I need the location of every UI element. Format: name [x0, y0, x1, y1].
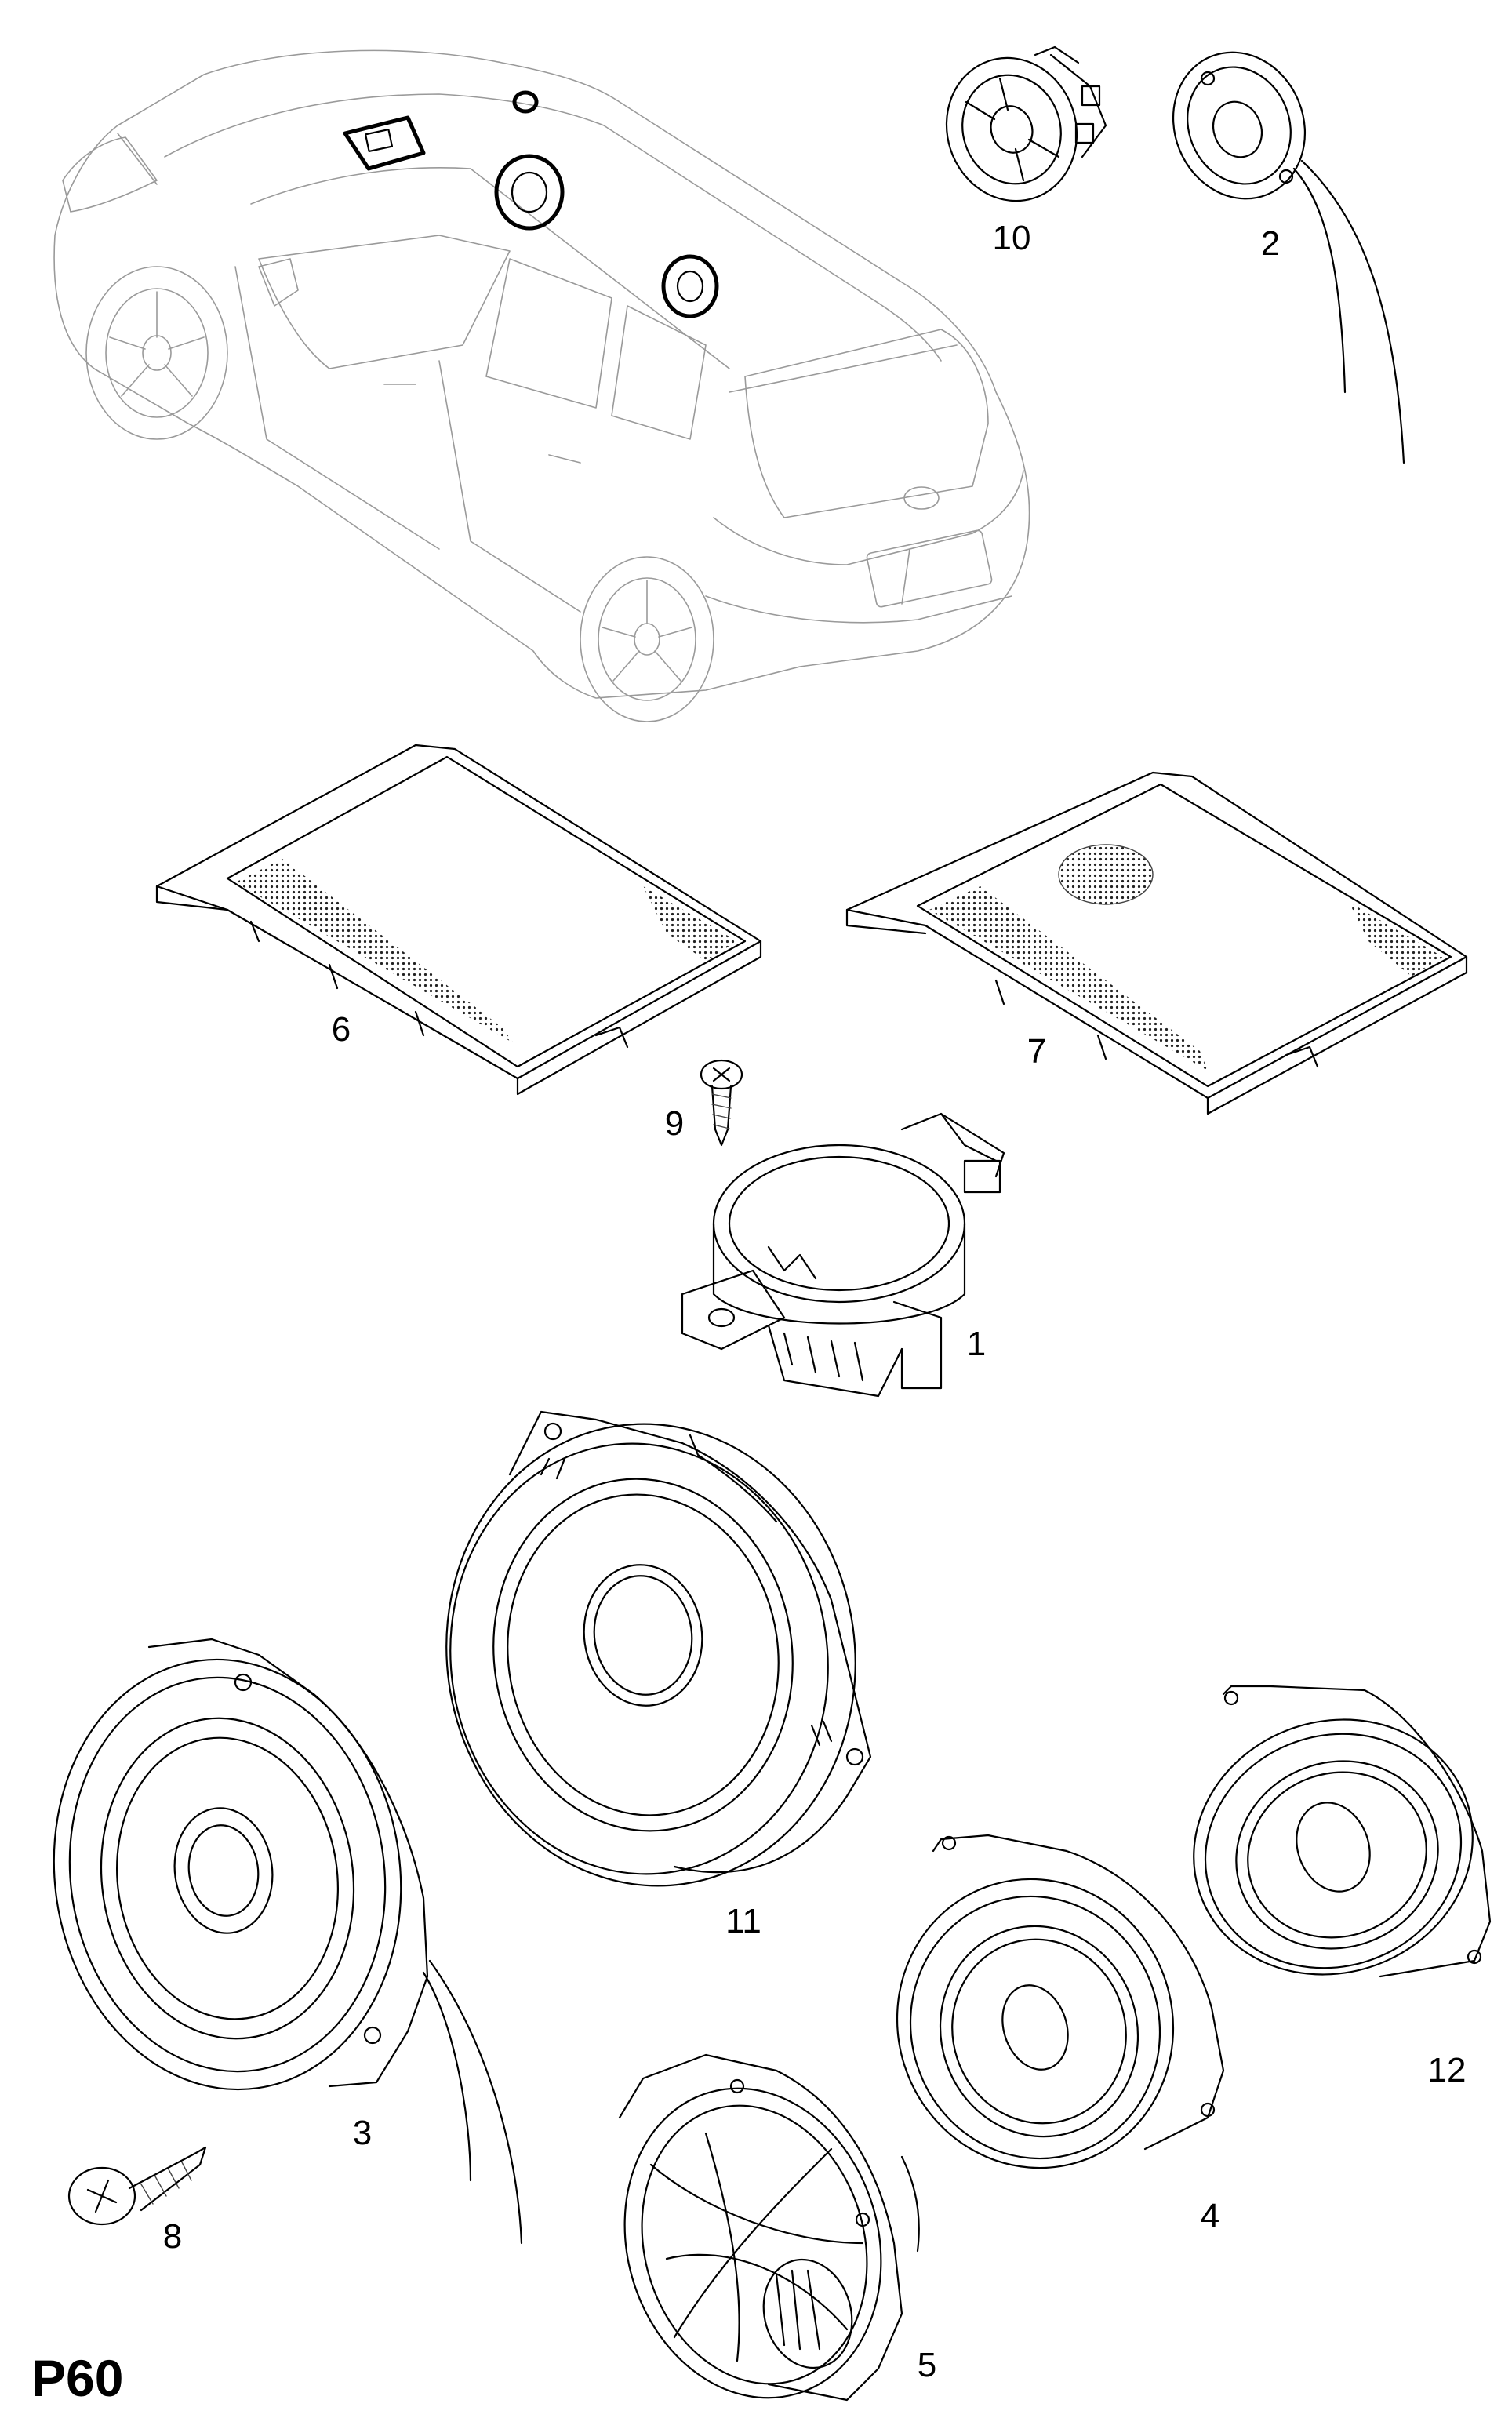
callout-1: 1 — [967, 1325, 986, 1363]
callout-8: 8 — [163, 2217, 182, 2256]
callout-5: 5 — [918, 2346, 936, 2384]
part-2-tweeter — [1172, 51, 1405, 464]
callout-labels: 10 2 6 7 9 1 11 3 12 8 4 5 — [163, 219, 1467, 2384]
callout-3: 3 — [353, 2114, 372, 2152]
part-11-large-speaker — [445, 1410, 872, 1887]
part-3-speaker — [53, 1638, 523, 2245]
part-5-speaker-basket — [618, 2053, 920, 2402]
page-code-label: P60 — [31, 2349, 123, 2407]
part-6-grille — [155, 744, 762, 1096]
part-7-grille — [845, 771, 1468, 1115]
part-10-tweeter-housing — [945, 45, 1107, 202]
part-8-screw — [67, 2146, 207, 2226]
callout-12: 12 — [1428, 2051, 1467, 2089]
callout-10: 10 — [993, 219, 1031, 257]
part-4-speaker — [896, 1834, 1225, 2169]
callout-11: 11 — [725, 1902, 761, 1940]
part-1-tweeter-unit — [681, 1112, 1005, 1398]
car-speaker-locations — [343, 90, 719, 318]
callout-2: 2 — [1261, 224, 1280, 263]
front-wheel — [85, 266, 228, 440]
callout-6: 6 — [332, 1010, 351, 1049]
callout-4: 4 — [1201, 2197, 1219, 2235]
part-12-speaker — [1193, 1685, 1492, 1978]
callout-9: 9 — [665, 1104, 684, 1143]
part-9-screw — [700, 1059, 743, 1147]
rear-wheel — [580, 556, 714, 722]
callout-7: 7 — [1027, 1032, 1046, 1071]
car-illustration — [53, 49, 1030, 722]
